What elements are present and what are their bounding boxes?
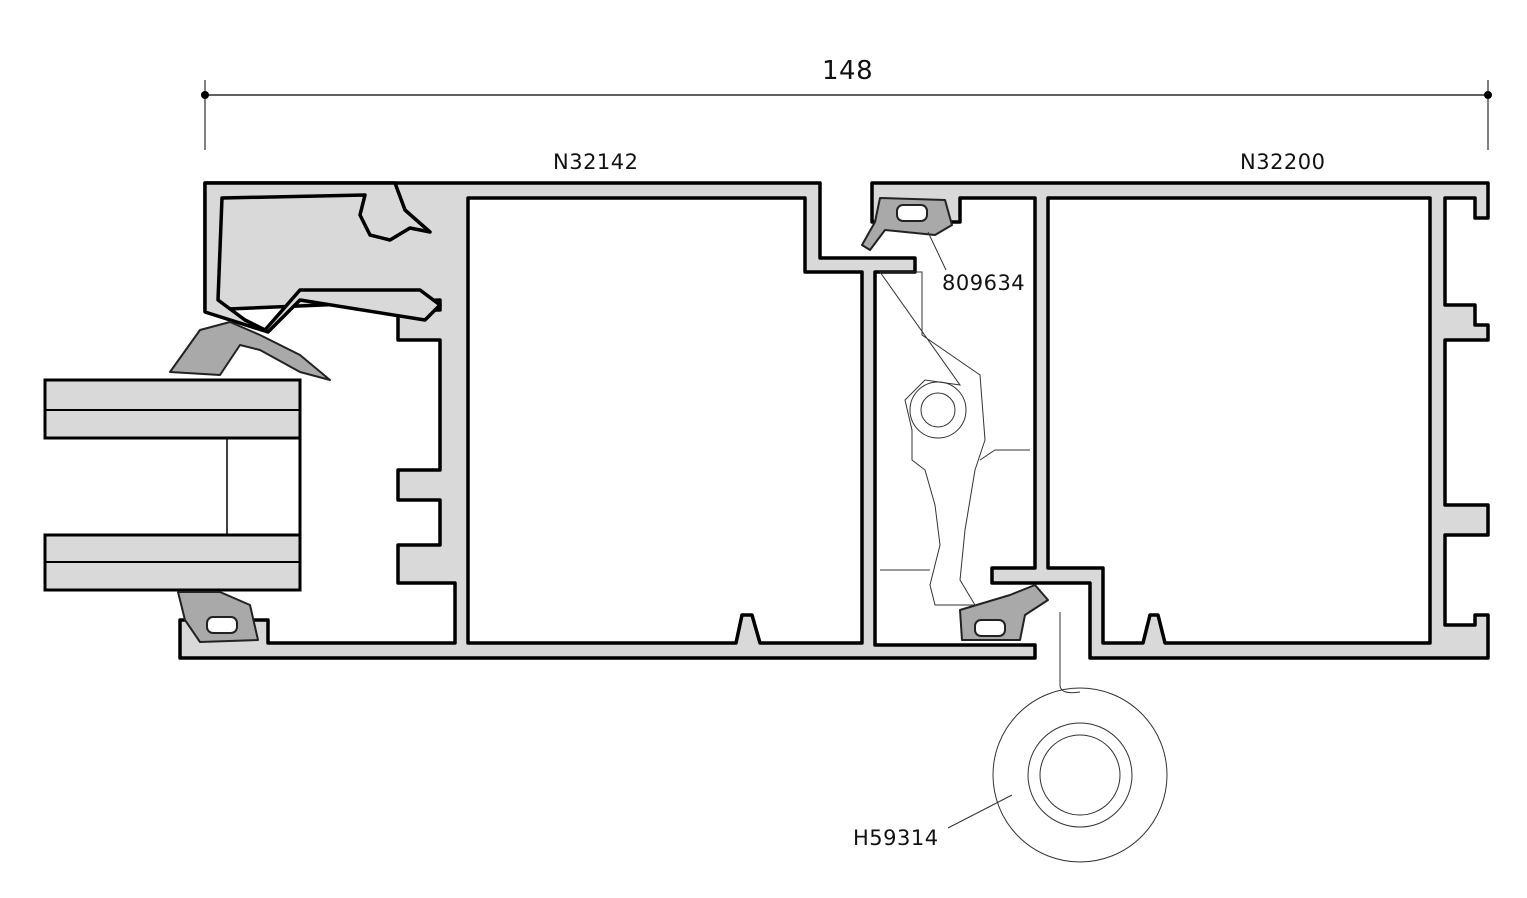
gaskets [169,197,1049,643]
hinge-mechanism [879,271,1081,694]
profile-label-n32142: N32142 [553,150,639,174]
profile-n32200 [870,181,1490,660]
part-label-809634: 809634 [942,271,1026,295]
leader-lines [927,231,1013,829]
glass-unit [43,378,302,592]
part-label-h59314: H59314 [853,826,939,850]
dimension-line [201,80,1492,150]
handle-rosette [992,687,1168,863]
profile-label-n32200: N32200 [1240,150,1326,174]
profile-n32142 [178,181,1037,660]
dimension-value: 148 [822,56,874,86]
